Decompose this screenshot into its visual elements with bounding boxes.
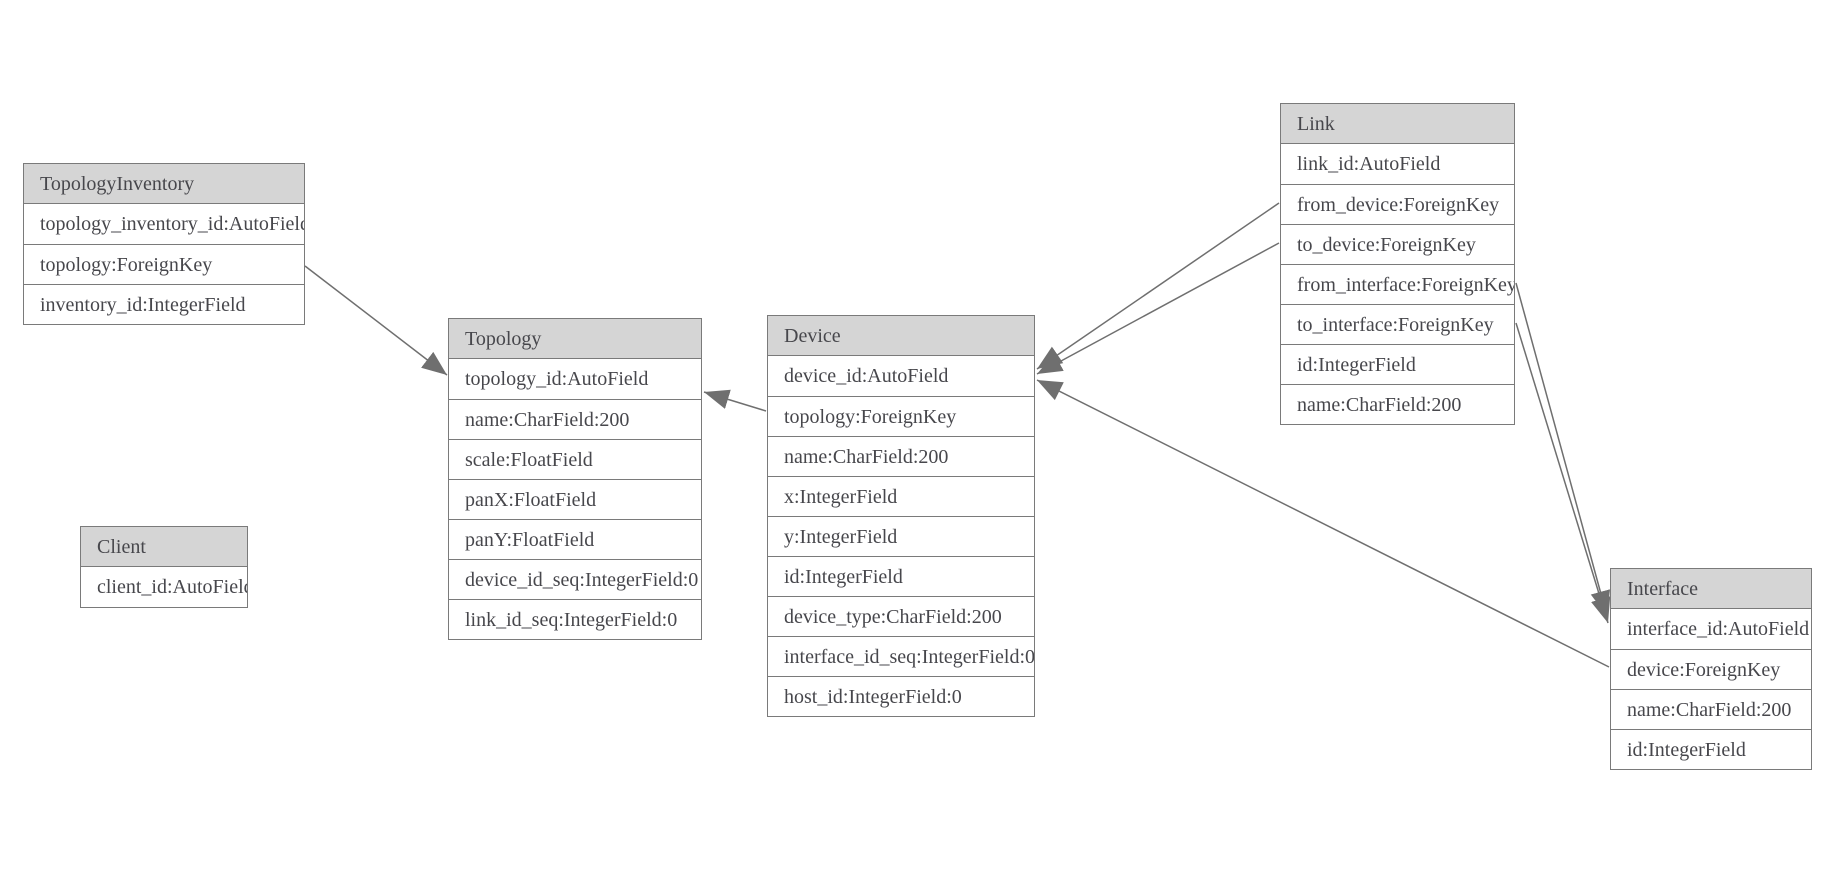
entity-topology-field-0: topology_id:AutoField bbox=[465, 368, 649, 390]
entity-link-title: Link bbox=[1281, 104, 1514, 144]
entity-link-field-6: name:CharField:200 bbox=[1281, 384, 1514, 424]
entity-device-field-1: topology:ForeignKey bbox=[768, 396, 1034, 436]
relationship-Link.to_device-to-Device.device_id bbox=[1036, 242, 1280, 375]
entity-topology-inventory-field-0: topology_inventory_id:AutoField bbox=[40, 213, 304, 235]
entity-client-field-0: client_id:AutoField bbox=[97, 576, 247, 598]
entity-link-field-5: id:IntegerField bbox=[1281, 344, 1514, 384]
relationship-Link.to_interface-to-Interface.interface_id bbox=[1515, 322, 1611, 624]
entity-link-field-3: from_interface:ForeignKey bbox=[1281, 264, 1514, 304]
entity-topology-field-4: panY:FloatField bbox=[449, 519, 701, 559]
entity-client-title: Client bbox=[81, 527, 247, 567]
entity-interface-field-3: id:IntegerField bbox=[1611, 729, 1811, 769]
entity-device-title: Device bbox=[768, 316, 1034, 356]
entity-topology-inventory-field-1: topology:ForeignKey bbox=[24, 244, 304, 284]
entity-client: Client client_id:AutoField bbox=[80, 526, 248, 608]
entity-topology-title: Topology bbox=[449, 319, 701, 359]
entity-device-field-4: y:IntegerField bbox=[768, 516, 1034, 556]
entity-link-field-0: link_id:AutoField bbox=[1297, 153, 1441, 175]
entity-device-field-8: host_id:IntegerField:0 bbox=[768, 676, 1034, 716]
relationship-Interface.device-to-Device.device_id bbox=[1036, 379, 1610, 668]
entity-interface-title: Interface bbox=[1611, 569, 1811, 609]
entity-topology-field-6: link_id_seq:IntegerField:0 bbox=[449, 599, 701, 639]
entity-device-field-3: x:IntegerField bbox=[768, 476, 1034, 516]
entity-topology-inventory-title: TopologyInventory bbox=[24, 164, 304, 204]
entity-topology-field-3: panX:FloatField bbox=[449, 479, 701, 519]
relationship-Link.from_device-to-Device.device_id bbox=[1036, 202, 1280, 370]
entity-topology-inventory: TopologyInventory topology_inventory_id:A… bbox=[23, 163, 305, 325]
entity-topology-field-5: device_id_seq:IntegerField:0 bbox=[449, 559, 701, 599]
entity-device-field-7: interface_id_seq:IntegerField:0 bbox=[768, 636, 1034, 676]
entity-link-field-4: to_interface:ForeignKey bbox=[1281, 304, 1514, 344]
entity-device: Device device_id:AutoField topology:Foreig… bbox=[767, 315, 1035, 717]
entity-topology-inventory-field-2: inventory_id:IntegerField bbox=[24, 284, 304, 324]
entity-topology: Topology topology_id:AutoField name:CharFi… bbox=[448, 318, 702, 640]
entity-topology-field-2: scale:FloatField bbox=[449, 439, 701, 479]
entity-interface-field-0: interface_id:AutoField bbox=[1627, 618, 1810, 640]
entity-link-field-1: from_device:ForeignKey bbox=[1281, 184, 1514, 224]
entity-device-field-0: device_id:AutoField bbox=[784, 365, 949, 387]
entity-link-field-2: to_device:ForeignKey bbox=[1281, 224, 1514, 264]
entity-topology-field-1: name:CharField:200 bbox=[449, 399, 701, 439]
entity-device-field-6: device_type:CharField:200 bbox=[768, 596, 1034, 636]
relationship-Device.topology-to-Topology.topology_id bbox=[703, 389, 767, 412]
entity-interface-field-2: name:CharField:200 bbox=[1611, 689, 1811, 729]
relationship-TopologyInventory.topology-to-Topology.topology_id bbox=[304, 265, 448, 376]
entity-device-field-5: id:IntegerField bbox=[768, 556, 1034, 596]
entity-interface: Interface interface_id:AutoField device:Fo… bbox=[1610, 568, 1812, 770]
entity-link: Link link_id:AutoField from_device:Foreign… bbox=[1280, 103, 1515, 425]
entity-interface-field-1: device:ForeignKey bbox=[1611, 649, 1811, 689]
relationship-Link.from_interface-to-Interface.interface_id bbox=[1515, 282, 1611, 617]
entity-device-field-2: name:CharField:200 bbox=[768, 436, 1034, 476]
